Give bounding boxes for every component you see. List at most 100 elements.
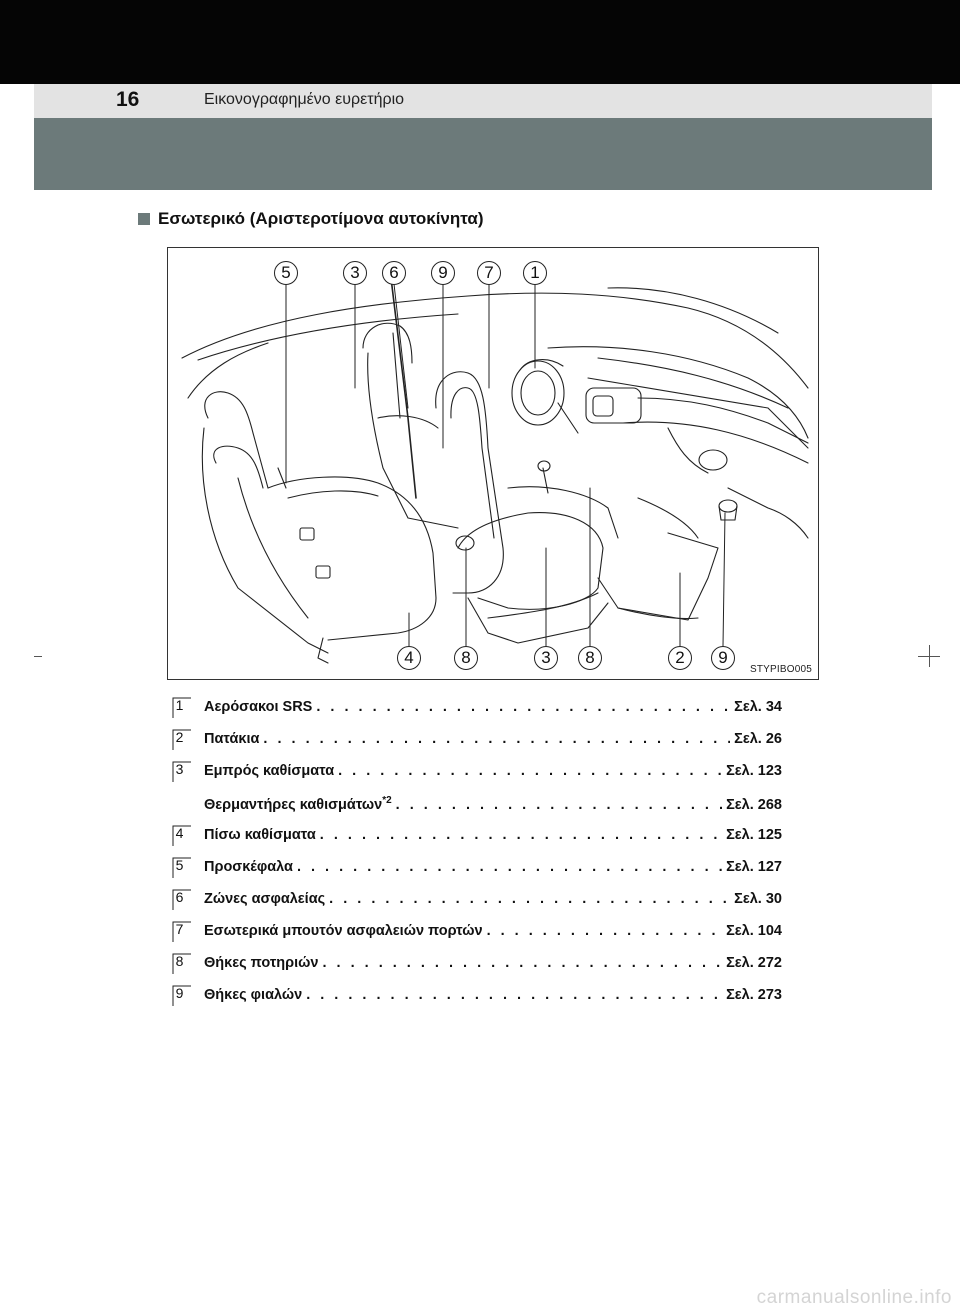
- legend-label-text: Προσκέφαλα: [204, 859, 293, 875]
- legend-page-ref[interactable]: Σελ. 26: [734, 731, 782, 747]
- legend-row: 3 Εμπρός καθίσματα. . . . . . . . . . . .…: [172, 758, 792, 790]
- legend-page-ref[interactable]: Σελ. 127: [726, 859, 782, 875]
- car-interior-drawing: [181, 277, 809, 664]
- legend-row: 9 Θήκες φιαλών. . . . . . . . . . . . . .…: [172, 982, 792, 1014]
- legend-number: 7: [175, 921, 184, 937]
- legend-row: 4 Πίσω καθίσματα. . . . . . . . . . . . .…: [172, 822, 792, 854]
- interior-illustration: 5 3 6 9 7 1 4 8 3 8 2 9 STYPIBO005: [167, 247, 819, 680]
- legend-label-text: Πατάκια: [204, 731, 260, 747]
- leader-dots: . . . . . . . . . . . . . . . . . . . . …: [316, 699, 730, 715]
- crop-mark-left: [34, 656, 42, 657]
- legend-label: Εμπρός καθίσματα: [204, 763, 334, 779]
- legend-label: Πίσω καθίσματα: [204, 827, 316, 843]
- legend-label-text: Θερμαντήρες καθισμάτων: [204, 796, 383, 813]
- callout-2-bottom: 2: [668, 646, 692, 670]
- leader-dots: . . . . . . . . . . . . . . . . . . . . …: [296, 859, 722, 875]
- legend-entry[interactable]: Θερμαντήρες καθισμάτων*2. . . . . . . . …: [204, 795, 782, 813]
- legend-page-ref[interactable]: Σελ. 123: [726, 763, 782, 779]
- legend-label: Προσκέφαλα: [204, 859, 293, 875]
- leader-dots: . . . . . . . . . . . . . . . . . . . . …: [319, 827, 722, 843]
- leader-dots: . . . . . . . . . . . . . . . . . . . . …: [263, 731, 730, 747]
- legend-label: Θερμαντήρες καθισμάτων*2: [204, 795, 392, 813]
- legend-footnote-mark: *2: [382, 795, 392, 806]
- legend-page-ref[interactable]: Σελ. 268: [726, 796, 782, 813]
- legend-number: 5: [175, 857, 184, 873]
- legend-number-badge-icon: [172, 825, 192, 847]
- legend-entry[interactable]: Ζώνες ασφαλείας. . . . . . . . . . . . .…: [204, 891, 782, 907]
- legend-number: 6: [175, 889, 184, 905]
- legend-entry[interactable]: Θήκες ποτηριών. . . . . . . . . . . . . …: [204, 955, 782, 971]
- legend-entry[interactable]: Αερόσακοι SRS. . . . . . . . . . . . . .…: [204, 699, 782, 715]
- callout-4-bottom: 4: [397, 646, 421, 670]
- chapter-band: [34, 118, 932, 190]
- legend-label: Θήκες φιαλών: [204, 987, 302, 1003]
- legend-number-badge-icon: [172, 953, 192, 975]
- header-title: Εικονογραφημένο ευρετήριο: [204, 91, 405, 108]
- legend-number: 2: [175, 729, 184, 745]
- legend-number: 4: [175, 825, 184, 841]
- section-title: Εσωτερικό (Αριστεροτίμονα αυτοκίνητα): [158, 209, 484, 228]
- legend-label-text: Αερόσακοι SRS: [204, 699, 313, 715]
- legend-number-badge-icon: [172, 729, 192, 751]
- legend-label: Αερόσακοι SRS: [204, 699, 312, 715]
- footer-watermark: carmanualsonline.info: [756, 1287, 952, 1308]
- legend-row: 6 Ζώνες ασφαλείας. . . . . . . . . . . . …: [172, 886, 792, 918]
- legend-entry[interactable]: Πίσω καθίσματα. . . . . . . . . . . . . …: [204, 827, 782, 843]
- crop-mark-right-v: [929, 645, 930, 667]
- legend-number-badge-icon: [172, 985, 192, 1007]
- legend-number: 1: [175, 697, 184, 713]
- legend-number-badge-icon: [172, 761, 192, 783]
- legend-page-ref[interactable]: Σελ. 34: [734, 699, 782, 715]
- legend-page-ref[interactable]: Σελ. 104: [726, 923, 782, 939]
- legend-label: Πατάκια: [204, 731, 259, 747]
- legend-entry[interactable]: Θήκες φιαλών. . . . . . . . . . . . . . …: [204, 987, 782, 1003]
- section-square-icon: [138, 213, 150, 225]
- legend-label-text: Ζώνες ασφαλείας: [204, 891, 326, 907]
- callout-9-top: 9: [431, 261, 455, 285]
- legend-label: Εσωτερικά μπουτόν ασφαλειών πορτών: [204, 923, 483, 939]
- callout-8-bottom: 8: [454, 646, 478, 670]
- legend-label: Ζώνες ασφαλείας: [204, 891, 325, 907]
- legend-label-text: Θήκες ποτηριών: [204, 955, 319, 971]
- leader-dots: . . . . . . . . . . . . . . . . . . . . …: [338, 763, 722, 779]
- callout-9-bottom: 9: [711, 646, 735, 670]
- legend-label-text: Εσωτερικά μπουτόν ασφαλειών πορτών: [204, 923, 483, 939]
- legend-label-text: Εμπρός καθίσματα: [204, 763, 335, 779]
- legend-entry[interactable]: Εμπρός καθίσματα. . . . . . . . . . . . …: [204, 763, 782, 779]
- legend-number: 9: [175, 985, 184, 1001]
- callout-3-top: 3: [343, 261, 367, 285]
- legend-row: 7 Εσωτερικά μπουτόν ασφαλειών πορτών. . .…: [172, 918, 792, 950]
- legend-entry[interactable]: Πατάκια. . . . . . . . . . . . . . . . .…: [204, 731, 782, 747]
- legend-page-ref[interactable]: Σελ. 125: [726, 827, 782, 843]
- section-heading: Εσωτερικό (Αριστεροτίμονα αυτοκίνητα): [138, 208, 484, 230]
- callout-3-bottom: 3: [534, 646, 558, 670]
- legend-page-ref[interactable]: Σελ. 30: [734, 891, 782, 907]
- legend-page-ref[interactable]: Σελ. 272: [726, 955, 782, 971]
- legend-number-badge-icon: [172, 921, 192, 943]
- legend-row: Θερμαντήρες καθισμάτων*2. . . . . . . . …: [172, 790, 792, 822]
- figure-code: STYPIBO005: [749, 664, 812, 675]
- top-black-bar: [0, 0, 960, 84]
- legend-page-ref[interactable]: Σελ. 273: [726, 987, 782, 1003]
- legend-label-text: Πίσω καθίσματα: [204, 827, 316, 843]
- callout-7-top: 7: [477, 261, 501, 285]
- legend-label: Θήκες ποτηριών: [204, 955, 318, 971]
- legend-row: 5 Προσκέφαλα. . . . . . . . . . . . . . .…: [172, 854, 792, 886]
- leader-dots: . . . . . . . . . . . . . . . . . . . . …: [306, 987, 722, 1003]
- legend-entry[interactable]: Προσκέφαλα. . . . . . . . . . . . . . . …: [204, 859, 782, 875]
- legend-number: 3: [175, 761, 184, 777]
- leader-dots: . . . . . . . . . . . . . . . . . . . . …: [322, 955, 722, 971]
- legend-row: 2 Πατάκια. . . . . . . . . . . . . . . . …: [172, 726, 792, 758]
- legend-entry[interactable]: Εσωτερικά μπουτόν ασφαλειών πορτών. . . …: [204, 923, 782, 939]
- callout-8b-bottom: 8: [578, 646, 602, 670]
- callout-5-top: 5: [274, 261, 298, 285]
- legend-label-text: Θήκες φιαλών: [204, 987, 303, 1003]
- leader-dots: . . . . . . . . . . . . . . . . . . . . …: [395, 796, 722, 813]
- legend-number-badge-icon: [172, 857, 192, 879]
- callout-1-top: 1: [523, 261, 547, 285]
- legend-row: 1 Αερόσακοι SRS. . . . . . . . . . . . . …: [172, 694, 792, 726]
- leader-dots: . . . . . . . . . . . . . . . . . . . . …: [329, 891, 730, 907]
- page-number: 16: [116, 88, 140, 111]
- header-strip: [34, 84, 932, 118]
